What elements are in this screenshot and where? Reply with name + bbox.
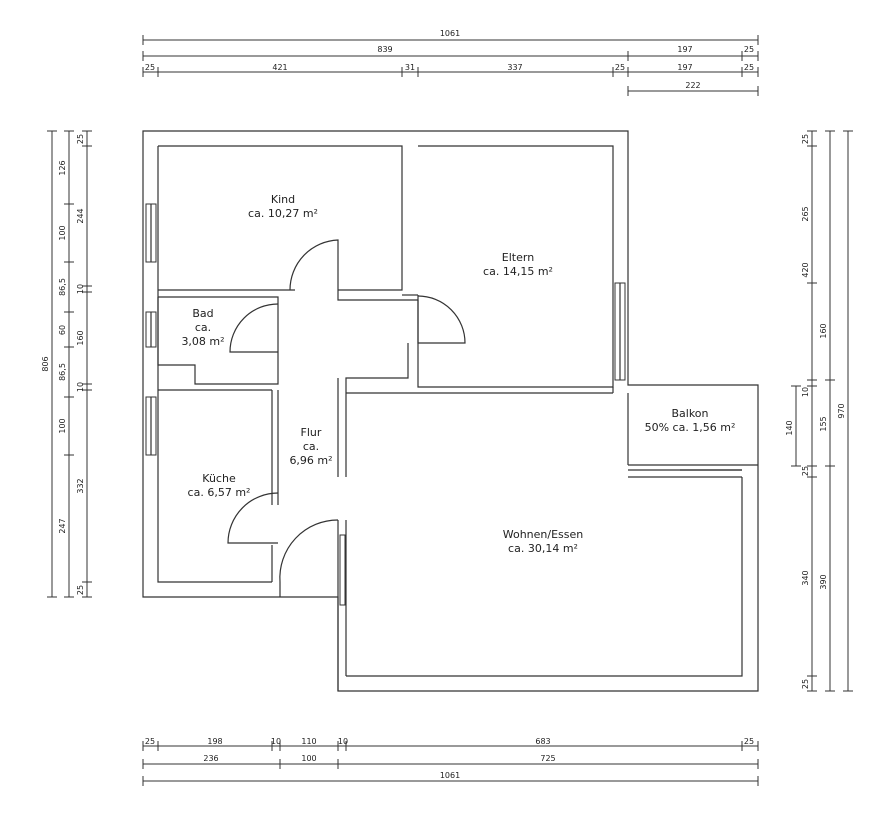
dim-top-r3-4: 25	[615, 63, 625, 72]
dim-left-c2-6: 247	[58, 518, 67, 533]
dim-right-c2-0: 420	[801, 262, 810, 277]
dim-left-c3-5: 332	[76, 478, 85, 493]
dim-left-total: 806	[41, 356, 50, 371]
dim-left-c2-0: 126	[58, 160, 67, 175]
dim-right-c1-5: 25	[801, 466, 810, 476]
dim-right-total: 970	[837, 403, 846, 418]
dim-bot-r1-4: 10	[338, 737, 348, 746]
dim-top-r3-1: 421	[272, 63, 287, 72]
room-flur-name: Flur	[301, 426, 322, 439]
door-bad	[229, 303, 279, 353]
dim-top-r3-3: 337	[507, 63, 522, 72]
dim-right-c1-0: 25	[801, 134, 810, 144]
door-eltern	[417, 295, 466, 344]
dim-top-839: 839	[377, 45, 392, 54]
room-wohnen-area: ca. 30,14 m²	[508, 542, 578, 555]
dim-right-c2-1: 155	[819, 416, 828, 431]
room-flur-area1: ca.	[303, 440, 319, 453]
dim-left-c2-1: 100	[58, 225, 67, 240]
dim-bot-r2-1: 100	[301, 754, 316, 763]
dim-right-c1-1: 265	[801, 206, 810, 221]
dim-bot-r1-3: 110	[301, 737, 316, 746]
dim-left-c2-2: 86,5	[58, 278, 67, 296]
room-bad-area1: ca.	[195, 321, 211, 334]
room-kind-area: ca. 10,27 m²	[248, 207, 318, 220]
room-eltern-area: ca. 14,15 m²	[483, 265, 553, 278]
dim-top-r3-2: 31	[405, 63, 415, 72]
room-kind-name: Kind	[271, 193, 295, 206]
dim-left-c3-2: 10	[76, 284, 85, 294]
dim-bot-r1-5: 683	[535, 737, 550, 746]
dim-right-c1-6: 340	[801, 570, 810, 585]
dim-right-c1-7: 25	[801, 679, 810, 689]
dim-top-r3-0: 25	[145, 63, 155, 72]
window-wohnen	[339, 534, 346, 606]
room-wohnen-name: Wohnen/Essen	[503, 528, 584, 541]
dim-bot-r2-0: 236	[203, 754, 218, 763]
right-dimensions: 25 265 160 10 140 25 340 25 420 155 390 …	[785, 130, 853, 692]
dim-bot-r1-1: 198	[207, 737, 222, 746]
room-eltern-name: Eltern	[502, 251, 534, 264]
windows	[145, 203, 626, 606]
walls	[142, 130, 759, 692]
room-balkon-area: 50% ca. 1,56 m²	[645, 421, 736, 434]
dim-left-c2-3: 60	[58, 325, 67, 335]
room-labels: Kind ca. 10,27 m² Eltern ca. 14,15 m² Ba…	[181, 193, 735, 555]
room-kueche-name: Küche	[202, 472, 236, 485]
door-kueche	[227, 492, 279, 544]
top-dimensions: 1061 839 197 25 25 421 31 337 25 197 25 …	[142, 29, 759, 96]
dim-bot-r1-2: 10	[271, 737, 281, 746]
dim-left-c3-0: 25	[76, 134, 85, 144]
room-balkon-name: Balkon	[671, 407, 708, 420]
dim-left-c2-5: 100	[58, 418, 67, 433]
dim-top-25a: 25	[744, 45, 754, 54]
door-wohnen	[279, 519, 339, 597]
dim-left-c3-4: 10	[76, 382, 85, 392]
room-bad-area2: 3,08 m²	[181, 335, 224, 348]
dim-right-c2-2: 390	[819, 574, 828, 589]
door-kind	[289, 239, 339, 291]
dim-top-r3-6: 25	[744, 63, 754, 72]
dim-bot-r2-2: 725	[540, 754, 555, 763]
dim-right-c1-3: 10	[801, 387, 810, 397]
dim-bot-total: 1061	[440, 771, 460, 780]
left-dimensions: 806 126 100 86,5 60 86,5 100 247 25 244 …	[41, 130, 92, 598]
dim-top-222: 222	[685, 81, 700, 90]
dim-bot-r1-6: 25	[744, 737, 754, 746]
room-kueche-area: ca. 6,57 m²	[188, 486, 251, 499]
room-bad-name: Bad	[192, 307, 213, 320]
dim-top-197a: 197	[677, 45, 692, 54]
dim-bot-r1-0: 25	[145, 737, 155, 746]
dim-top-r3-5: 197	[677, 63, 692, 72]
dim-left-c3-3: 160	[76, 330, 85, 345]
bottom-dimensions: 25 198 10 110 10 683 25 236 100 725 1061	[142, 737, 759, 786]
doors	[227, 239, 742, 597]
dim-right-c1-2: 160	[819, 323, 828, 338]
dim-left-c3-6: 25	[76, 585, 85, 595]
dim-top-total: 1061	[440, 29, 460, 38]
room-flur-area2: 6,96 m²	[289, 454, 332, 467]
dim-left-c2-4: 86,5	[58, 363, 67, 381]
dim-left-c3-1: 244	[76, 208, 85, 223]
dim-right-c1-4: 140	[785, 420, 794, 435]
